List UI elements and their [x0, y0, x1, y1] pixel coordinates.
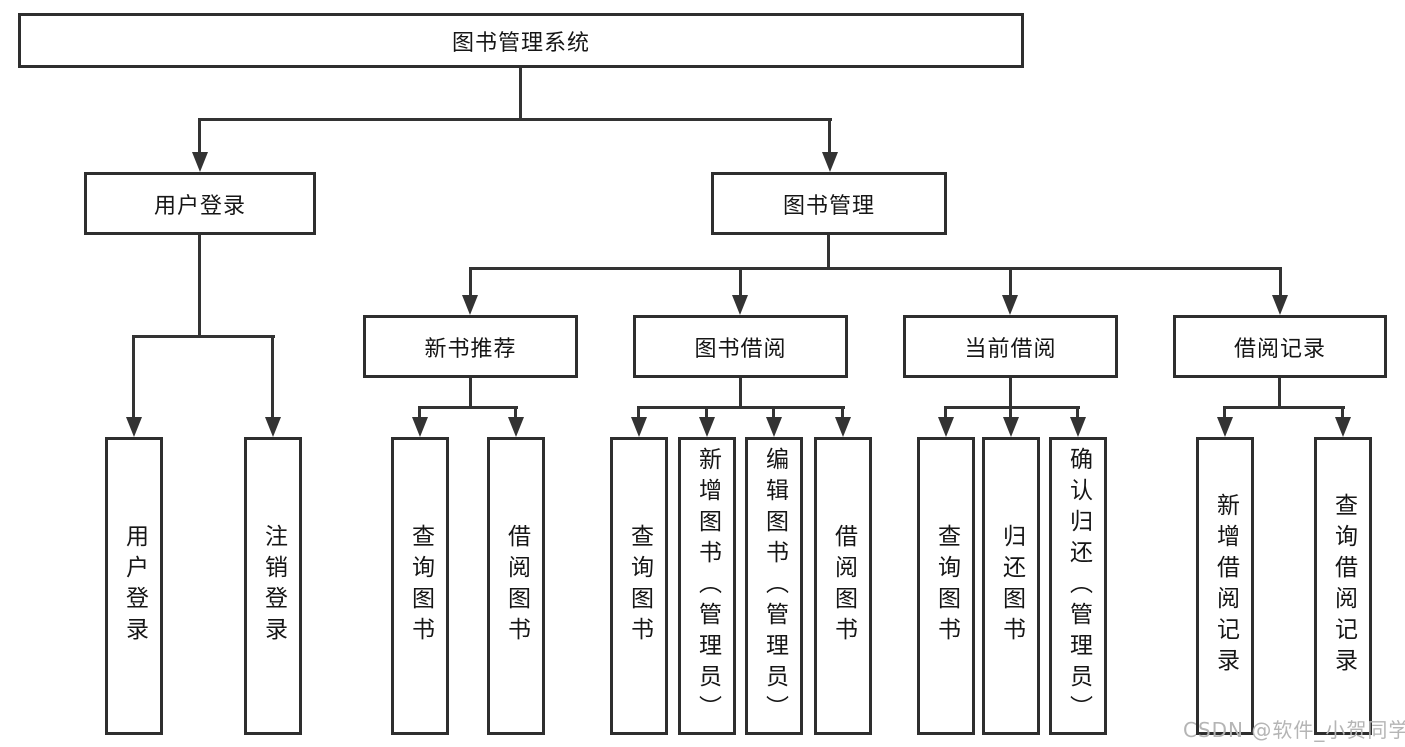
node-user-login-label: 用户登录: [153, 193, 246, 219]
connector-record-stem: [1278, 376, 1281, 408]
arrowhead-record-icon: [1272, 295, 1288, 315]
leaf-record-query-label: 查询借阅记录: [1330, 493, 1357, 679]
leaf-current-return-book: 归还图书: [982, 437, 1040, 735]
arrowhead-bb-borrow-icon: [835, 417, 851, 437]
arrowhead-leaf-login-icon: [126, 417, 142, 437]
leaf-recommend-query-book-label: 查询图书: [407, 524, 434, 648]
arrowhead-bb-add-icon: [699, 417, 715, 437]
connector-recommend-leafbranch: [418, 406, 518, 409]
leaf-current-confirm-return-label: 确认归还（管理员）: [1065, 446, 1092, 726]
node-book-management-label: 图书管理: [782, 193, 875, 219]
leaf-recommend-borrow-book-label: 借阅图书: [503, 524, 530, 648]
arrowhead-book-mgmt-icon: [822, 152, 838, 172]
leaf-recommend-query-book: 查询图书: [391, 437, 449, 735]
connector-bb-borrow-shaft: [841, 406, 844, 420]
connector-rr-add-shaft: [1223, 406, 1226, 420]
connector-book-mgmt-branch: [469, 267, 1282, 270]
connector-user-login-stem: [198, 233, 201, 337]
arrowhead-cb-confirm-icon: [1070, 417, 1086, 437]
arrowhead-rec-borrow-icon: [508, 417, 524, 437]
arrowhead-rec-query-icon: [412, 417, 428, 437]
arrowhead-user-login-icon: [192, 152, 208, 172]
connector-current-stem: [1009, 376, 1012, 408]
leaf-logout-label: 注销登录: [260, 524, 287, 648]
connector-recommend-shaft: [469, 267, 472, 297]
connector-user-login-branch: [132, 335, 275, 338]
leaf-current-return-book-label: 归还图书: [998, 524, 1025, 648]
connector-root-branch: [198, 118, 832, 121]
connector-user-login-shaft: [198, 118, 201, 154]
leaf-record-query: 查询借阅记录: [1314, 437, 1372, 735]
node-root-label: 图书管理系统: [451, 30, 590, 56]
connector-cb-return-shaft: [1009, 406, 1012, 420]
connector-root-stem: [519, 66, 522, 120]
leaf-current-confirm-return: 确认归还（管理员）: [1049, 437, 1107, 735]
connector-record-leafbranch: [1223, 406, 1345, 409]
node-book-borrow: 图书借阅: [633, 315, 848, 378]
leaf-logout: 注销登录: [244, 437, 302, 735]
connector-current-shaft: [1009, 267, 1012, 297]
node-new-book-recommend-label: 新书推荐: [424, 336, 517, 362]
connector-recommend-stem: [469, 376, 472, 408]
connector-rr-query-shaft: [1341, 406, 1344, 420]
leaf-borrow-add-book: 新增图书（管理员）: [678, 437, 736, 735]
arrowhead-current-icon: [1002, 295, 1018, 315]
connector-bb-query-shaft: [637, 406, 640, 420]
leaf-borrow-add-book-label: 新增图书（管理员）: [694, 446, 721, 726]
connector-bb-add-shaft: [705, 406, 708, 420]
connector-borrow-shaft: [739, 267, 742, 297]
leaf-borrow-edit-book: 编辑图书（管理员）: [745, 437, 803, 735]
leaf-current-query-book-label: 查询图书: [933, 524, 960, 648]
node-borrow-record-label: 借阅记录: [1233, 336, 1326, 362]
connector-cb-query-shaft: [944, 406, 947, 420]
connector-borrow-leafbranch: [637, 406, 845, 409]
leaf-borrow-query-book-label: 查询图书: [626, 524, 653, 648]
connector-book-mgmt-shaft: [828, 118, 831, 154]
node-book-management: 图书管理: [711, 172, 947, 235]
node-current-borrow: 当前借阅: [903, 315, 1118, 378]
leaf-record-add-label: 新增借阅记录: [1212, 493, 1239, 679]
arrowhead-cb-query-icon: [938, 417, 954, 437]
watermark: CSDN @软件_小贺同学: [1183, 718, 1405, 742]
arrowhead-rr-add-icon: [1217, 417, 1233, 437]
leaf-borrow-query-book: 查询图书: [610, 437, 668, 735]
connector-leaf-login-shaft: [132, 335, 135, 419]
connector-rec-borrow-shaft: [514, 406, 517, 420]
connector-cb-confirm-shaft: [1076, 406, 1079, 420]
connector-bb-edit-shaft: [772, 406, 775, 420]
connector-current-leafbranch: [944, 406, 1080, 409]
node-borrow-record: 借阅记录: [1173, 315, 1387, 378]
node-root: 图书管理系统: [18, 13, 1024, 68]
node-book-borrow-label: 图书借阅: [694, 336, 787, 362]
leaf-borrow-borrow-book: 借阅图书: [814, 437, 872, 735]
node-user-login: 用户登录: [84, 172, 316, 235]
connector-record-shaft: [1279, 267, 1282, 297]
leaf-borrow-borrow-book-label: 借阅图书: [830, 524, 857, 648]
connector-rec-query-shaft: [418, 406, 421, 420]
leaf-user-login: 用户登录: [105, 437, 163, 735]
leaf-current-query-book: 查询图书: [917, 437, 975, 735]
connector-book-mgmt-stem: [827, 233, 830, 270]
leaf-recommend-borrow-book: 借阅图书: [487, 437, 545, 735]
arrowhead-recommend-icon: [462, 295, 478, 315]
node-new-book-recommend: 新书推荐: [363, 315, 578, 378]
arrowhead-bb-edit-icon: [766, 417, 782, 437]
arrowhead-borrow-icon: [732, 295, 748, 315]
arrowhead-cb-return-icon: [1003, 417, 1019, 437]
connector-leaf-logout-shaft: [271, 335, 274, 419]
leaf-user-login-label: 用户登录: [121, 524, 148, 648]
leaf-record-add: 新增借阅记录: [1196, 437, 1254, 735]
arrowhead-bb-query-icon: [631, 417, 647, 437]
leaf-borrow-edit-book-label: 编辑图书（管理员）: [761, 446, 788, 726]
arrowhead-leaf-logout-icon: [265, 417, 281, 437]
node-current-borrow-label: 当前借阅: [964, 336, 1057, 362]
arrowhead-rr-query-icon: [1335, 417, 1351, 437]
connector-borrow-stem: [739, 376, 742, 408]
